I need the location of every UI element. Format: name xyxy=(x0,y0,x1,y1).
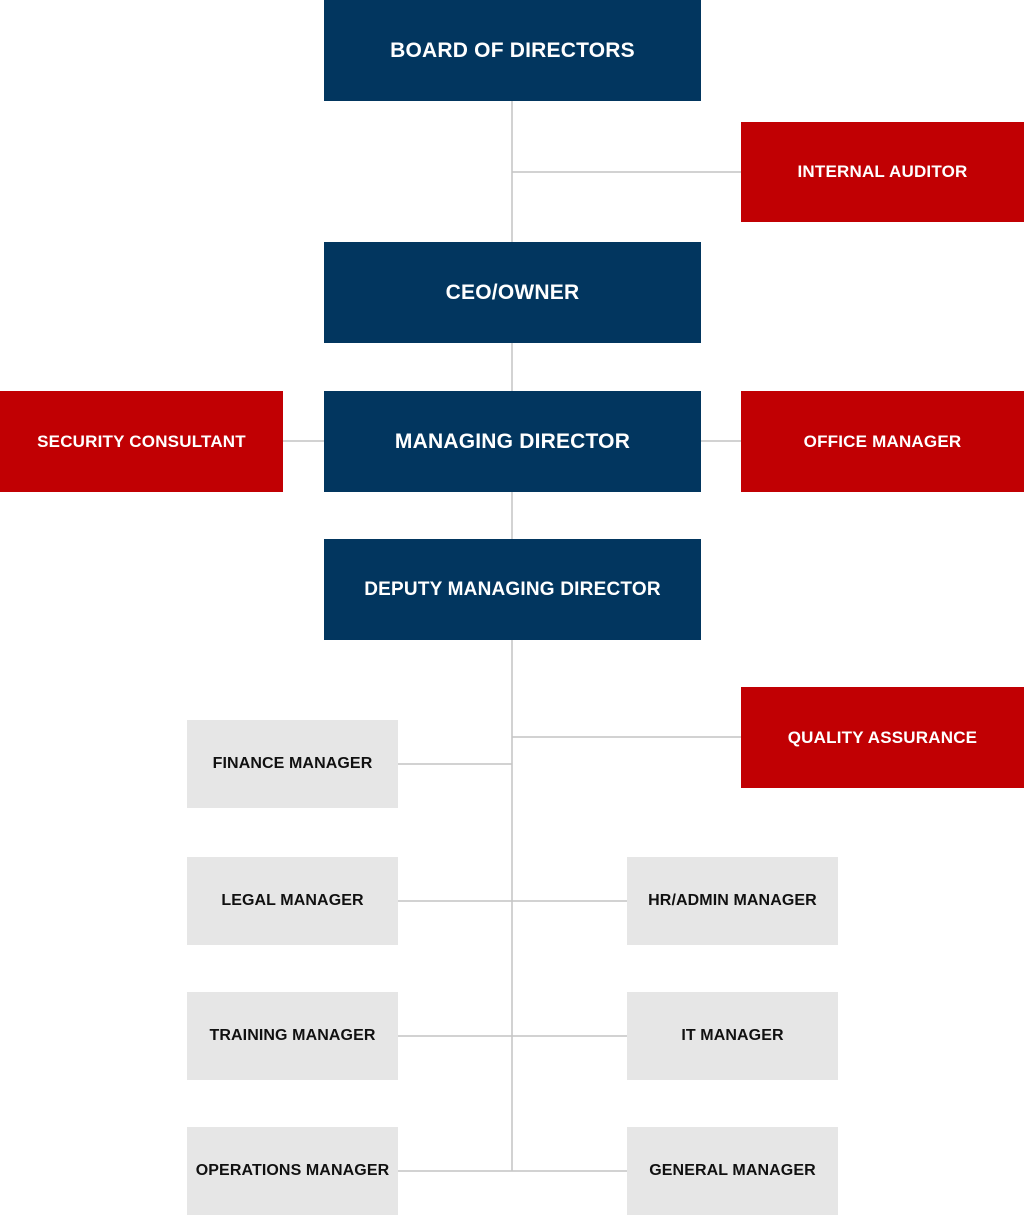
managing-director-label: MANAGING DIRECTOR xyxy=(394,429,631,453)
legal-manager-box: LEGAL MANAGER xyxy=(187,857,398,945)
security-consultant-box: SECURITY CONSULTANT xyxy=(0,391,283,492)
training-manager-label: TRAINING MANAGER xyxy=(209,1027,376,1044)
hr-admin-manager-label: HR/ADMIN MANAGER xyxy=(648,892,817,909)
board-of-directors-label: BOARD OF DIRECTORS xyxy=(390,38,635,62)
finance-manager-label: FINANCE MANAGER xyxy=(212,755,373,772)
operations-manager-label: OPERATIONS MANAGER xyxy=(195,1162,390,1179)
managing-director-box: MANAGING DIRECTOR xyxy=(324,391,701,492)
finance-manager-box: FINANCE MANAGER xyxy=(187,720,398,808)
board-of-directors-box: BOARD OF DIRECTORS xyxy=(324,0,701,101)
internal-auditor-label: INTERNAL AUDITOR xyxy=(797,162,968,181)
hr-admin-manager-box: HR/ADMIN MANAGER xyxy=(627,857,838,945)
legal-manager-label: LEGAL MANAGER xyxy=(221,892,364,909)
it-manager-label: IT MANAGER xyxy=(681,1027,784,1044)
quality-assurance-box: QUALITY ASSURANCE xyxy=(741,687,1024,788)
training-manager-box: TRAINING MANAGER xyxy=(187,992,398,1080)
general-manager-box: GENERAL MANAGER xyxy=(627,1127,838,1215)
operations-manager-box: OPERATIONS MANAGER xyxy=(187,1127,398,1215)
general-manager-label: GENERAL MANAGER xyxy=(649,1162,816,1179)
it-manager-box: IT MANAGER xyxy=(627,992,838,1080)
deputy-managing-director-box: DEPUTY MANAGING DIRECTOR xyxy=(324,539,701,640)
ceo-owner-label: CEO/OWNER xyxy=(445,280,580,304)
deputy-managing-director-label: DEPUTY MANAGING DIRECTOR xyxy=(364,578,661,600)
quality-assurance-label: QUALITY ASSURANCE xyxy=(787,727,978,747)
security-consultant-label: SECURITY CONSULTANT xyxy=(37,431,246,451)
internal-auditor-box: INTERNAL AUDITOR xyxy=(741,122,1024,222)
office-manager-label: OFFICE MANAGER xyxy=(803,431,962,451)
ceo-owner-box: CEO/OWNER xyxy=(324,242,701,343)
office-manager-box: OFFICE MANAGER xyxy=(741,391,1024,492)
